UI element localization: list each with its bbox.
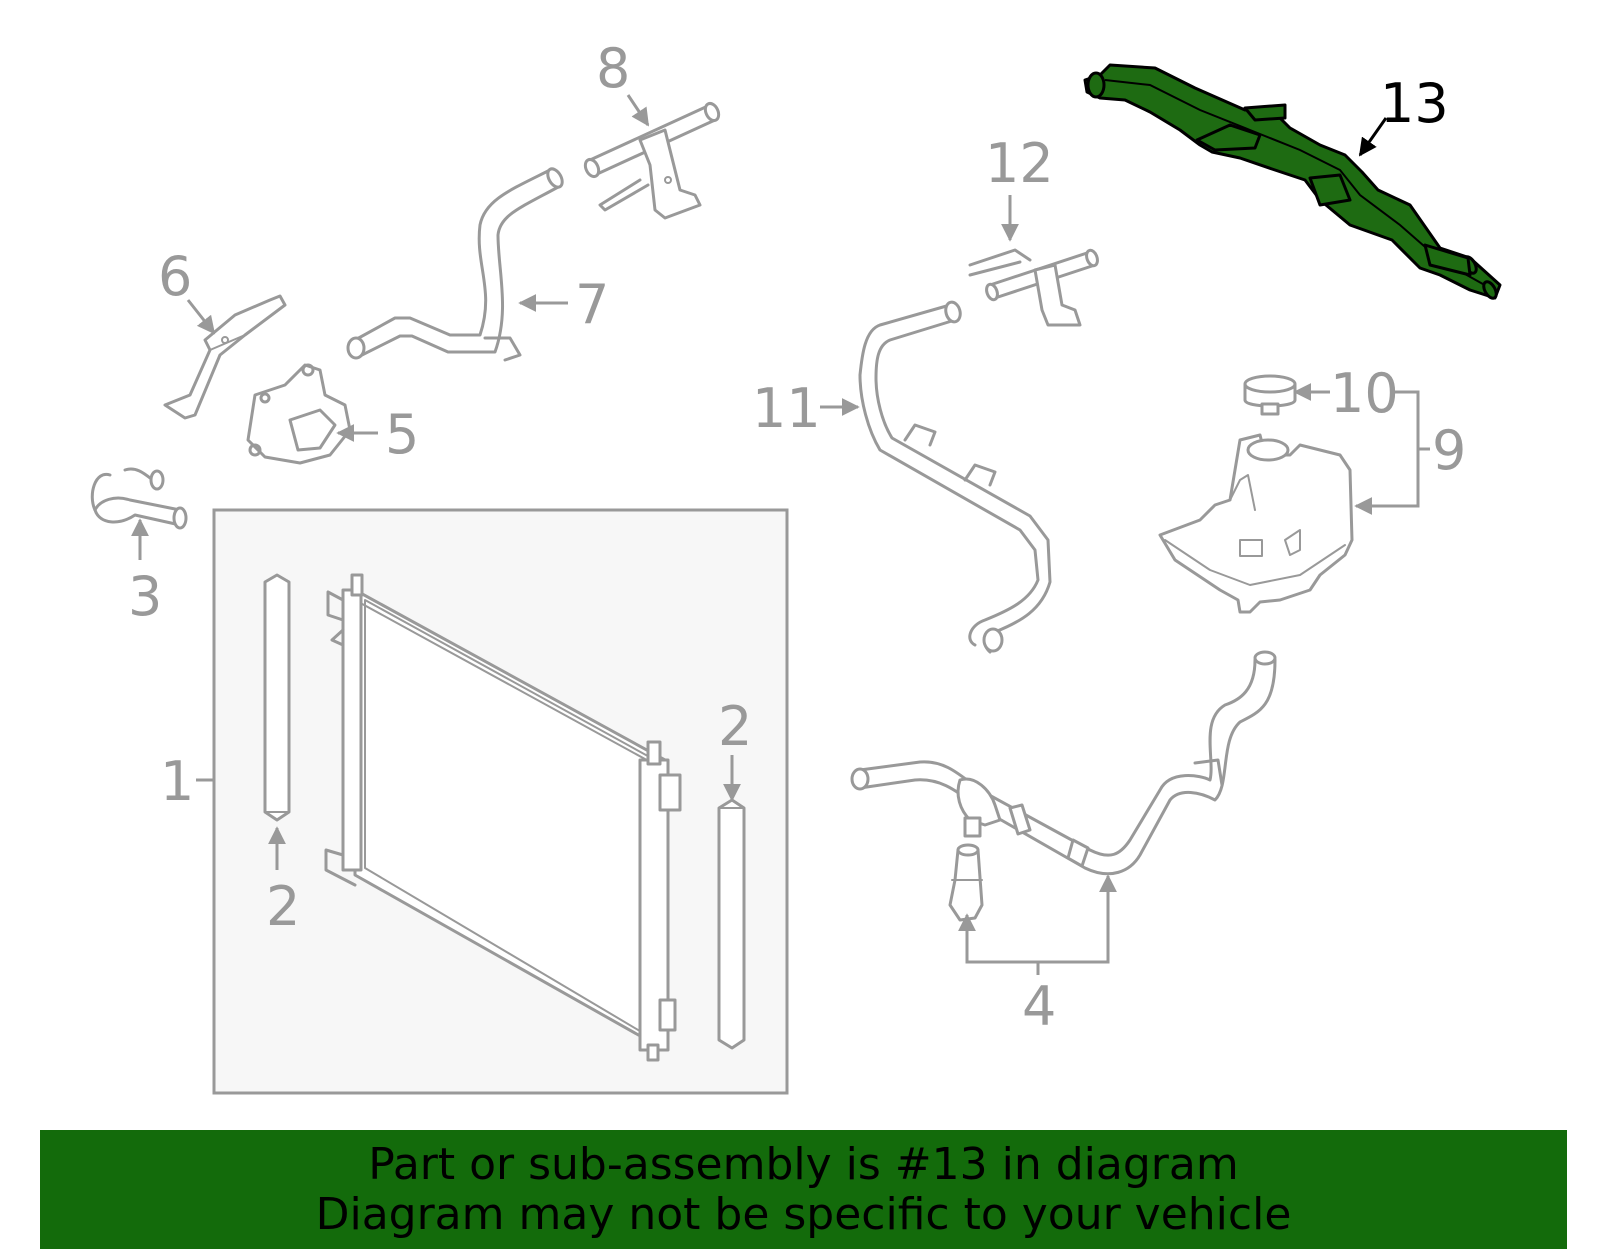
info-banner: Part or sub-assembly is #13 in diagram D… bbox=[40, 1130, 1567, 1249]
callout-4: 4 bbox=[1022, 975, 1056, 1038]
left-seal-strip bbox=[263, 573, 291, 822]
banner-line-2: Diagram may not be specific to your vehi… bbox=[315, 1189, 1292, 1240]
callout-11: 11 bbox=[752, 377, 821, 440]
hose-part-7 bbox=[346, 167, 564, 362]
leader-lines bbox=[131, 94, 1430, 975]
hose-part-11 bbox=[858, 300, 1052, 654]
radiator-core bbox=[324, 573, 682, 1062]
pipe-bracket-part-8 bbox=[583, 101, 721, 220]
banner-line-1: Part or sub-assembly is #13 in diagram bbox=[368, 1139, 1239, 1190]
callout-2-left: 2 bbox=[266, 875, 300, 938]
right-seal-strip bbox=[717, 798, 746, 1050]
reservoir-cap-part-10 bbox=[1243, 374, 1297, 416]
callout-5: 5 bbox=[385, 403, 419, 466]
reservoir-tank-part-9 bbox=[1158, 433, 1354, 614]
callout-1: 1 bbox=[160, 750, 194, 813]
callout-8: 8 bbox=[596, 37, 630, 100]
pipe-assembly-part-13-highlighted[interactable] bbox=[1083, 63, 1502, 300]
callout-6: 6 bbox=[158, 245, 192, 308]
bracket-part-6 bbox=[163, 294, 287, 420]
hose-part-4 bbox=[850, 650, 1277, 922]
callout-2-right: 2 bbox=[718, 695, 752, 758]
callout-10: 10 bbox=[1330, 362, 1399, 425]
callout-12: 12 bbox=[985, 132, 1054, 195]
pipe-bracket-part-12 bbox=[968, 248, 1099, 327]
callout-13: 13 bbox=[1380, 72, 1449, 135]
callout-7: 7 bbox=[575, 273, 609, 336]
pump-part-5 bbox=[246, 363, 352, 465]
callout-9: 9 bbox=[1432, 419, 1466, 482]
hose-part-3 bbox=[90, 467, 188, 530]
callout-3: 3 bbox=[128, 565, 162, 628]
